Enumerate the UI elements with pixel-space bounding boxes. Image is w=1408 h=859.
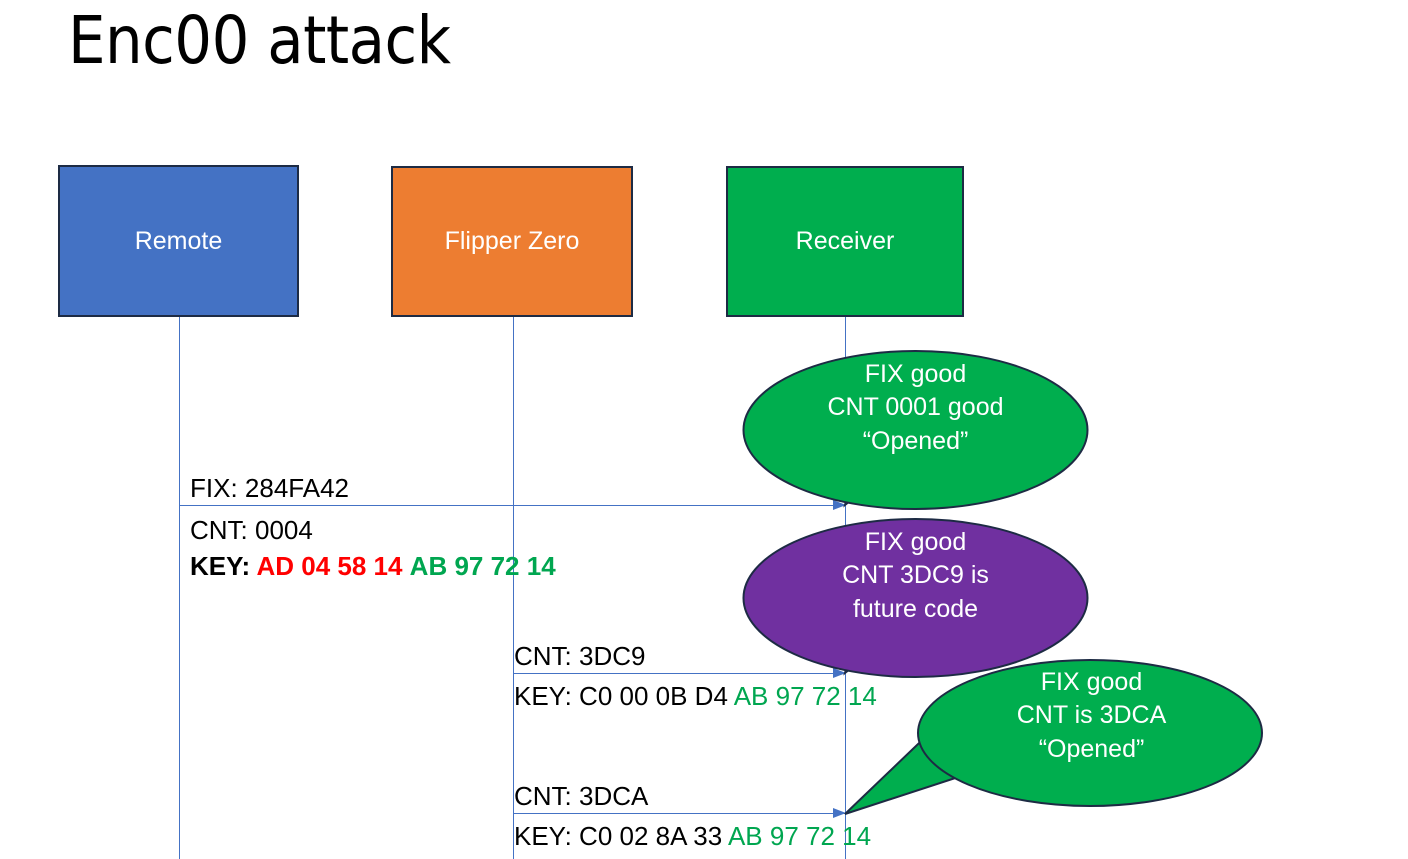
- message-2-key-prefix: KEY: C0 00 0B D4: [514, 681, 734, 711]
- callout-bubble-2[interactable]: FIX good CNT 3DC9 is future code: [742, 518, 1089, 678]
- message-1-key-label: KEY: AD 04 58 14 AB 97 72 14: [190, 551, 556, 582]
- actor-box-remote[interactable]: Remote: [58, 165, 299, 317]
- actor-box-flipper-zero[interactable]: Flipper Zero: [391, 166, 633, 317]
- actor-box-receiver[interactable]: Receiver: [726, 166, 964, 317]
- actor-label-remote: Remote: [134, 226, 223, 255]
- message-arrow-2: [514, 668, 846, 678]
- message-1-key-red-bytes: AD 04 58 14: [256, 551, 403, 581]
- message-2-cnt-label: CNT: 3DC9: [514, 641, 646, 671]
- message-2-key-green-bytes: AB 97 72 14: [733, 681, 877, 711]
- message-1-cnt-label: CNT: 0004: [190, 515, 313, 545]
- message-arrow-3: [514, 808, 846, 818]
- callout-2-shape: [742, 518, 1089, 678]
- message-1-key-space: [402, 551, 409, 581]
- message-3-cnt-label: CNT: 3DCA: [514, 781, 649, 811]
- message-3-key-prefix: KEY: C0 02 8A 33: [514, 821, 728, 851]
- message-3-key-green-bytes: AB 97 72 14: [727, 821, 872, 851]
- actor-label-flipper-zero: Flipper Zero: [444, 227, 580, 255]
- callout-bubble-1[interactable]: FIX good CNT 0001 good “Opened”: [742, 350, 1089, 510]
- callout-1-shape: [742, 350, 1089, 510]
- lifeline-flipper-zero: [513, 317, 514, 859]
- callout-bubble-3[interactable]: FIX good CNT is 3DCA “Opened”: [844, 658, 1263, 818]
- message-2-key-label: KEY: C0 00 0B D4 AB 97 72 14: [514, 681, 877, 712]
- message-1-key-prefix: KEY:: [190, 551, 257, 581]
- message-1-fix-label: FIX: 284FA42: [190, 473, 349, 503]
- lifeline-remote: [179, 317, 180, 859]
- message-3-key-label: KEY: C0 02 8A 33 AB 97 72 14: [514, 821, 871, 852]
- message-arrow-1: [180, 500, 846, 510]
- callout-3-shape: [844, 659, 1263, 815]
- page-title: Enc00 attack: [68, 2, 451, 79]
- message-1-key-green-bytes: AB 97 72 14: [409, 551, 556, 581]
- actor-label-receiver: Receiver: [795, 227, 895, 255]
